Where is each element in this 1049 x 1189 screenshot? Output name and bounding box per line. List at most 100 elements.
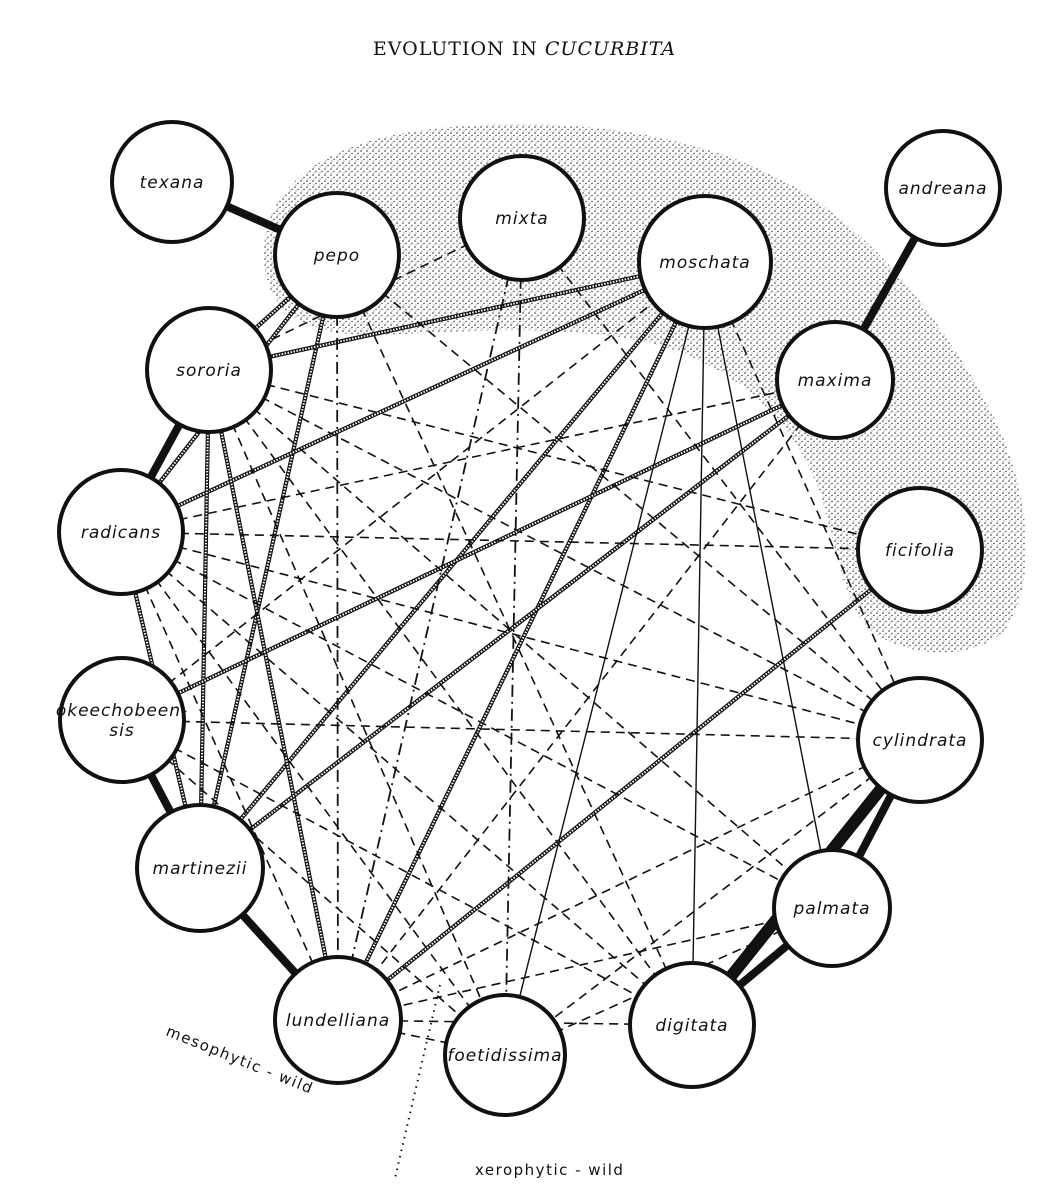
edge-radicans-maxima-dashed [178,390,782,521]
edge-cylindrata-lundelliana-dashed [391,764,868,995]
edge-pepo-sororia-hatched [251,292,295,333]
edge-pepo-digitata-dashed [360,308,669,972]
species-node-palmata: palmata [772,848,892,968]
species-circle [856,486,984,614]
mesophytic-xerophytic-divider [394,984,441,1179]
species-node-maxima: maxima [775,320,895,440]
edge-mixta-lundelliana-dashdot [350,275,510,962]
edge-sororia-cylindrata-dashed [260,396,869,714]
edge-moschata-foetidissima-solid [518,322,691,1000]
species-node-mixta: mixta [458,154,586,282]
species-node-pepo: pepo [273,191,401,319]
species-label: sis [109,721,134,741]
edge-okeechobeensis-martinezii-thick [145,770,176,817]
edge-okeechobeensis-digitata-dashed [173,747,641,998]
edge-sororia-radicans-thick [145,419,185,483]
species-node-moschata: moschata [637,194,773,330]
species-circle [628,961,756,1089]
species-node-radicans: radicans [57,468,185,596]
edge-cylindrata-foetidissima-dashed [549,774,874,1022]
edge-foetidissima-lundelliana-dashed [396,1031,450,1045]
species-label: palmata [793,899,871,919]
edge-moschata-digitata-solid [692,324,705,967]
species-circle [110,120,234,244]
species-label: maxima [798,371,873,391]
edge-palmata-digitata-thick [734,940,793,991]
species-circle [637,194,773,330]
species-circle [145,306,273,434]
edge-sororia-lundelliana-hatched [218,427,329,962]
edge-okeechobeensis-foetidissima-dashed [165,758,463,1019]
species-node-okeechobeensis: okeechobeen-sis [56,656,188,784]
edge-sororia-digitata-dashed [243,416,658,979]
edge-pepo-lundelliana-dashdot [336,313,339,961]
species-node-texana: texana [110,120,234,244]
edge-digitata-lundelliana-dashed [397,1020,634,1025]
species-label: foetidissima [447,1046,562,1066]
edge-cylindrata-palmata-thick [854,790,897,862]
edge-moschata-cylindrata-dashed [729,318,897,687]
species-circle [443,993,567,1117]
species-circle [772,848,892,968]
species-label: lundelliana [286,1011,390,1031]
edge-andreana-maxima-thick [858,233,920,334]
species-circle [273,955,403,1085]
species-node-digitata: digitata [628,961,756,1089]
species-circle [135,803,265,933]
species-node-lundelliana: lundelliana [273,955,403,1085]
edge-moschata-sororia-hatched [266,273,645,360]
species-node-ficifolia: ficifolia [856,486,984,614]
species-label: mixta [495,209,548,229]
species-circle [58,656,186,784]
edge-sororia-ficifolia-dashed [265,383,864,537]
species-node-andreana: andreana [884,129,1002,247]
edge-okeechobeensis-cylindrata-dashed [180,720,862,740]
species-label: sororia [176,361,242,381]
species-node-cylindrata: cylindrata [856,676,984,804]
edge-martinezii-lundelliana-thick [237,909,301,979]
species-node-foetidissima: foetidissima [443,993,567,1117]
edge-maxima-okeechobeensis-hatched [174,401,787,697]
edge-radicans-palmata-dashed [172,558,784,883]
edge-mixta-sororia-dashed [261,243,470,345]
species-circle [273,191,401,319]
edge-okeechobeensis-moschata-dashed [167,300,657,685]
xerophytic-wild-label: xerophytic - wild [475,1161,624,1179]
genus-name: CUCURBITA [544,38,677,60]
species-label: digitata [655,1016,728,1036]
domesticated-species-stippled-region [263,124,1027,653]
edge-sororia-martinezii-hatched [198,428,211,809]
edge-moschata-palmata-solid [716,323,823,855]
edge-maxima-lundelliana-dashed [374,423,802,974]
species-label: radicans [81,523,161,543]
figure-title: EVOLUTION IN CUCURBITA [372,38,677,60]
edge-palmata-lundelliana-dashed [396,919,779,1008]
species-circle [57,468,185,596]
species-node-sororia: sororia [145,306,273,434]
edge-pepo-martinezii-hatched [211,312,327,811]
species-label: ficifolia [885,541,955,561]
edge-ficifolia-lundelliana-hatched [383,585,876,985]
species-label: okeechobeen- [56,701,188,721]
species-label: martinezii [153,859,248,879]
species-label: moschata [659,253,750,273]
edge-radicans-ficifolia-dashed [179,532,862,550]
species-label: pepo [313,246,360,266]
edge-radicans-digitata-dashed [165,569,648,988]
species-circle [884,129,1002,247]
edge-sororia-foetidissima-dashed [231,423,484,1003]
edge-moschata-martinezii-hatched [236,308,667,824]
species-circle [775,320,895,440]
edge-moschata-lundelliana-hatched [362,317,680,968]
edge-sororia-palmata-dashed [253,407,791,873]
edge-radicans-lundelliana-dashed [144,585,315,966]
species-label: texana [140,173,205,193]
edge-texana-pepo-thick [222,201,285,235]
edge-pepo-cylindrata-dashed [381,292,876,703]
edge-radicans-cylindrata-dashed [177,546,864,726]
species-label: cylindrata [873,731,968,751]
species-circle [856,676,984,804]
species-node-martinezii: martinezii [135,803,265,933]
species-label: andreana [898,179,987,199]
